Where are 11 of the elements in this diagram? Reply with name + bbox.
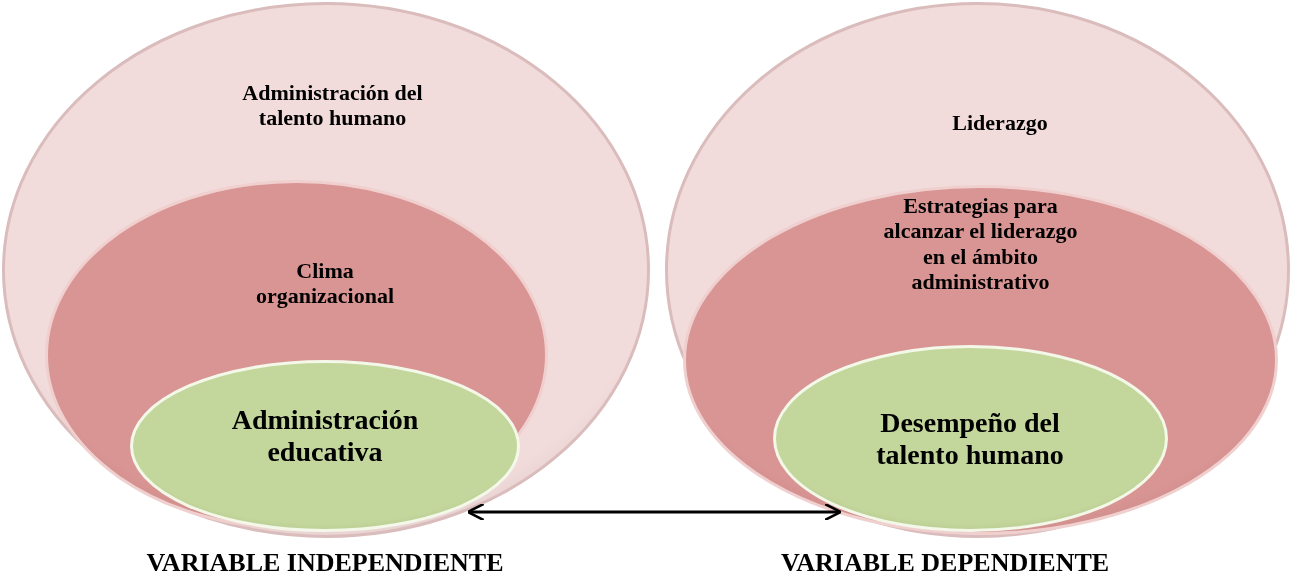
region-label: Estrategias para alcanzar el liderazgo en el ámbito administrativo <box>882 193 1079 295</box>
region-label: Clima organizacional <box>254 258 396 309</box>
variable-caption: VARIABLE DEPENDIENTE <box>779 548 1111 578</box>
double-arrow <box>466 502 843 522</box>
region-label: Desempeño del talento humano <box>875 407 1065 472</box>
region-label: Liderazgo <box>951 110 1049 136</box>
region-label: Administración educativa <box>230 404 420 469</box>
ellipse-region <box>130 360 520 532</box>
variable-caption: VARIABLE INDEPENDIENTE <box>145 548 505 578</box>
ellipse-region <box>773 345 1168 532</box>
region-label: Administración del talento humano <box>241 80 424 131</box>
